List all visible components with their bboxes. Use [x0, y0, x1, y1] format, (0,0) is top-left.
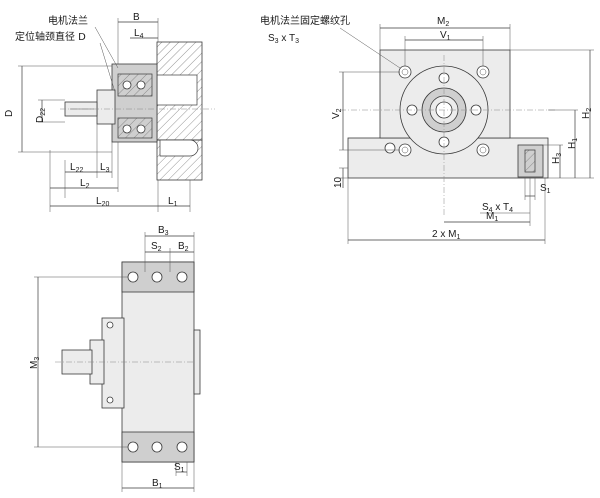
dim-l2-label: L2: [80, 178, 90, 190]
dim-b-label: B: [133, 12, 140, 23]
bottom-view: B3 S2 B2 M3 S1 B1: [29, 225, 201, 492]
dim-s2-label: S2: [151, 241, 162, 253]
dim-h1-label: H1: [567, 138, 579, 149]
callout-s3-t3: S3 x T3: [268, 33, 299, 45]
dim-d-label: D: [4, 110, 15, 117]
dim-s1-label: S1: [540, 183, 551, 195]
dim-v2-label: V2: [331, 108, 343, 119]
dim-h2-label: H2: [581, 108, 593, 119]
dim-ten-label: 10: [333, 176, 344, 188]
dim-d22-label: D22: [35, 108, 47, 123]
dim-two-m1-label: 2 x M1: [432, 229, 460, 241]
dim-s1-bottom-label: S1: [174, 462, 185, 474]
dim-b2-label: B2: [178, 241, 189, 253]
dim-l22-label: L22: [70, 162, 83, 174]
callout-motor-flange-bolt: 电机法兰固定螺纹孔: [260, 14, 350, 27]
dim-b1-label: B1: [152, 478, 163, 490]
dim-l20-label: L20: [96, 196, 109, 208]
dim-m1-label: M1: [486, 211, 498, 223]
dim-l4-label: L4: [134, 28, 144, 40]
dim-m3-label: M3: [29, 357, 41, 369]
callout-s4-t4: S4 x T4: [482, 202, 513, 214]
dim-v1-label: V1: [440, 30, 451, 42]
dim-m2-label: M2: [437, 16, 449, 28]
dim-h3-label: H3: [551, 153, 563, 164]
dim-b3-label: B3: [158, 225, 169, 237]
callout-locating-journal: 定位轴颈直径 D: [15, 30, 86, 43]
side-section-view: B L4 D D22 L22 L3 L2 L20 L1 电机法兰: [4, 12, 215, 212]
front-view: M2 V1 V2 10 H2 H1 H3 S1 S4 x T4: [260, 14, 594, 244]
dim-l3-label: L3: [100, 162, 110, 174]
locating-journal: [96, 89, 116, 125]
callout-motor-flange: 电机法兰: [48, 14, 88, 27]
dim-l1-label: L1: [168, 196, 178, 208]
